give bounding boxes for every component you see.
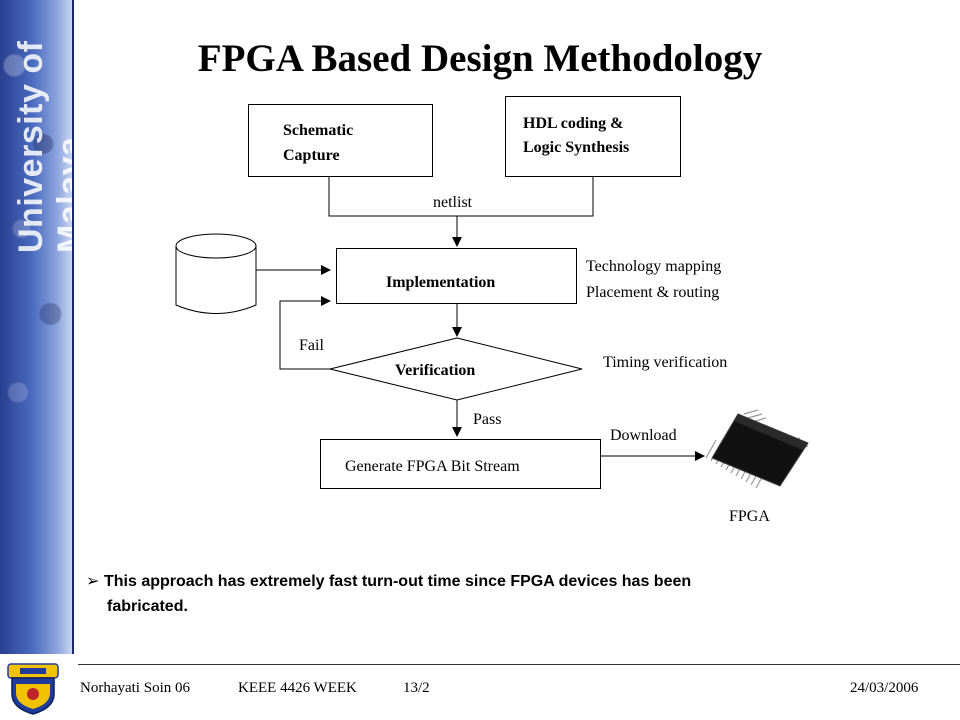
fpga-chip-icon	[705, 409, 809, 489]
implementation-label: Implementation	[386, 274, 496, 291]
schematic-to-netlist-line	[328, 177, 594, 217]
footer-date: 24/03/2006	[850, 680, 919, 696]
sidebar-divider	[72, 0, 74, 654]
arrow-bullet-icon: ➢	[86, 573, 100, 590]
fpga-label: FPGA	[729, 508, 770, 525]
pass-label: Pass	[473, 411, 502, 428]
hdl-coding-box	[505, 96, 681, 177]
technology-mapping-label: Technology mapping	[586, 258, 722, 275]
footer-course: KEEE 4426 WEEK	[238, 680, 357, 696]
schematic-capture-box	[248, 104, 433, 177]
generate-bitstream-box	[320, 439, 601, 489]
approach-note: ➢This approach has extremely fast turn-o…	[86, 569, 826, 619]
footer-page-number: 13/2	[403, 680, 430, 696]
footer-divider	[78, 664, 960, 665]
netlist-label: netlist	[433, 194, 473, 211]
placement-routing-label: Placement & routing	[586, 284, 720, 301]
fail-loop-arrow	[279, 296, 331, 370]
hdl-coding-label-1: HDL coding &	[523, 115, 624, 132]
schematic-capture-label-2: Capture	[283, 147, 340, 164]
generate-bitstream-label: Generate FPGA Bit Stream	[345, 458, 520, 475]
slide-title: FPGA Based Design Methodology	[197, 37, 763, 80]
hdl-coding-label-2: Logic Synthesis	[523, 139, 630, 156]
sidebar-photo-texture	[0, 0, 72, 654]
fail-label: Fail	[299, 337, 324, 354]
schematic-capture-label-1: Schematic	[283, 122, 354, 139]
note-line-1: This approach has extremely fast turn-ou…	[104, 573, 692, 590]
timing-verification-label: Timing verification	[603, 354, 728, 371]
library-database-icon	[175, 233, 257, 314]
download-label: Download	[610, 427, 677, 444]
verification-label: Verification	[395, 362, 476, 379]
implementation-box	[336, 248, 577, 304]
footer-author: Norhayati Soin 06	[80, 680, 190, 696]
university-crest-icon	[7, 663, 59, 715]
sidebar-banner: University of Malaya	[0, 0, 72, 654]
note-line-2: fabricated.	[107, 598, 188, 615]
